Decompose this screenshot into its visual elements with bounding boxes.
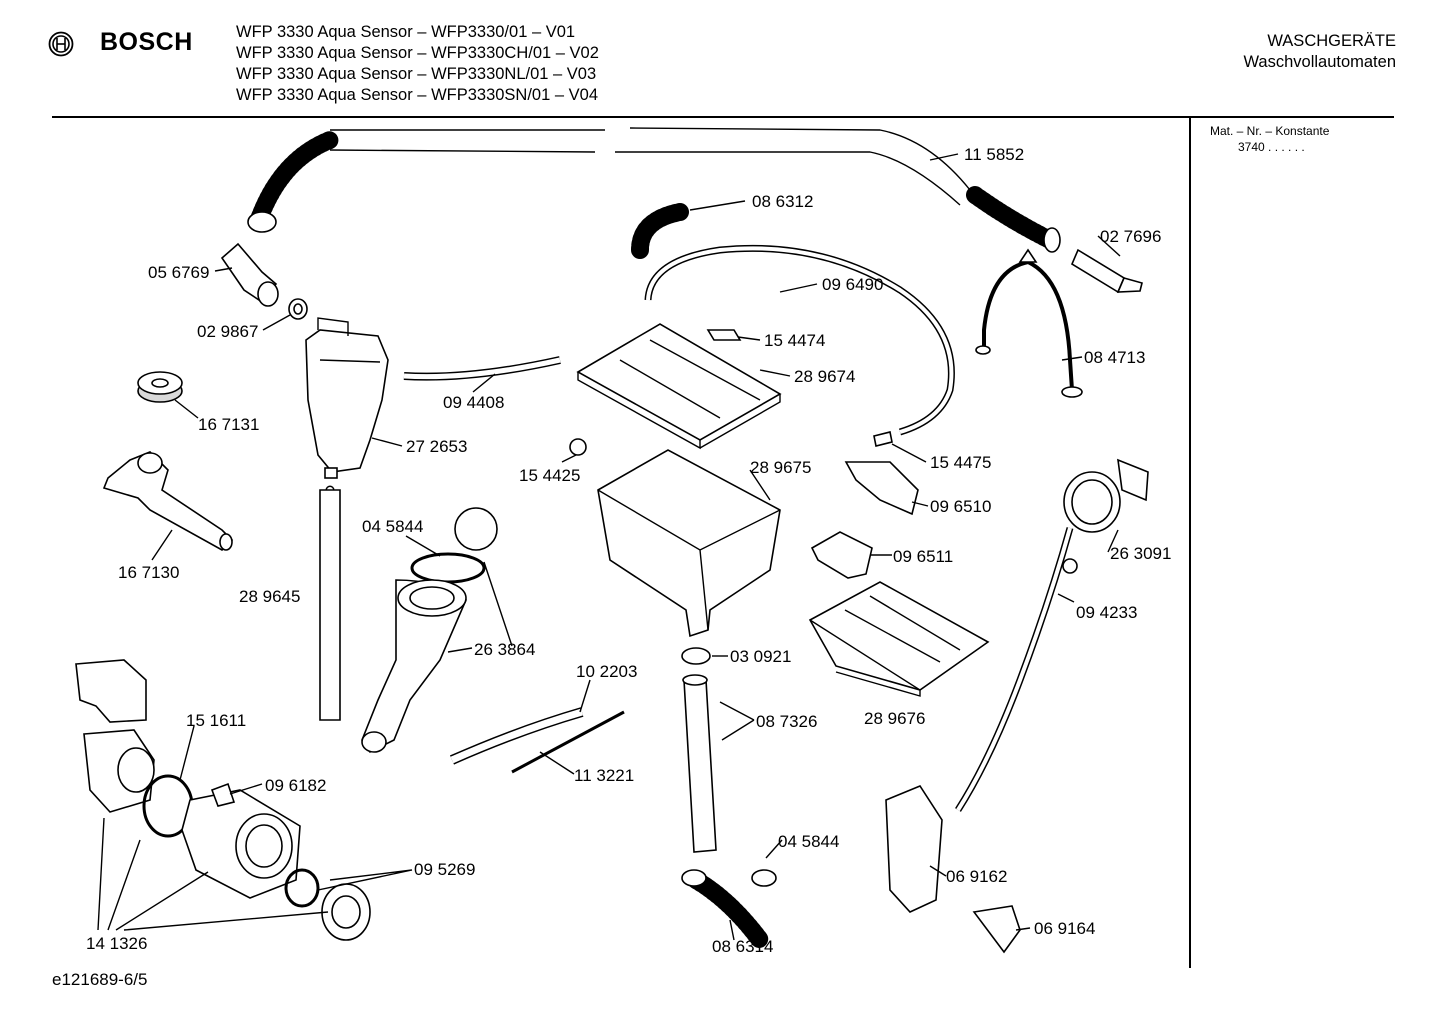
part-label: 16 7130 bbox=[118, 563, 180, 582]
part-label: 10 2203 bbox=[576, 662, 638, 681]
dispenser-lid-drawing bbox=[576, 323, 782, 450]
model-line: WFP 3330 Aqua Sensor – WFP3330NL/01 – V0… bbox=[236, 65, 597, 83]
part-label: 15 4475 bbox=[930, 453, 992, 472]
filter-cap-drawing bbox=[321, 883, 371, 941]
model-line: WFP 3330 Aqua Sensor – WFP3330CH/01 – V0… bbox=[236, 44, 599, 62]
bosch-logo-icon bbox=[48, 31, 74, 62]
brand-name: BOSCH bbox=[100, 28, 193, 56]
part-label: 09 6510 bbox=[930, 497, 992, 516]
model-line: WFP 3330 Aqua Sensor – WFP3330/01 – V01 bbox=[236, 23, 576, 41]
grommet-drawing bbox=[137, 371, 183, 403]
part-label: 11 3221 bbox=[574, 766, 635, 785]
inlet-valve-drawing bbox=[102, 451, 234, 551]
part-label: 15 4474 bbox=[764, 331, 826, 350]
part-label: 09 6490 bbox=[822, 275, 884, 294]
sidebar-value: 3740 . . . . . . bbox=[1238, 140, 1305, 154]
part-label: 09 6182 bbox=[265, 776, 327, 795]
part-label: 04 5844 bbox=[362, 517, 424, 536]
part-label: 05 6769 bbox=[148, 263, 210, 282]
part-label: 02 9867 bbox=[197, 322, 259, 341]
part-label: 06 9162 bbox=[946, 867, 1008, 886]
pump-housing-drawing bbox=[181, 782, 301, 899]
part-label: 09 5269 bbox=[414, 860, 476, 879]
sidebar-heading: Mat. – Nr. – Konstante bbox=[1210, 124, 1330, 138]
part-label: 16 7131 bbox=[198, 415, 260, 434]
part-label: 15 4425 bbox=[519, 466, 581, 485]
part-label: 28 9675 bbox=[750, 458, 812, 477]
part-label: 08 6312 bbox=[752, 192, 814, 211]
part-label: 09 4408 bbox=[443, 393, 505, 412]
part-label: 02 7696 bbox=[1100, 227, 1162, 246]
air-chamber-drawing bbox=[305, 317, 389, 479]
bracket-drawing bbox=[975, 248, 1083, 398]
part-label: 26 3091 bbox=[1110, 544, 1172, 563]
part-label: 26 3864 bbox=[474, 640, 536, 659]
part-label: 08 4713 bbox=[1084, 348, 1146, 367]
part-label: 08 7326 bbox=[756, 712, 818, 731]
vent-pipe-drawing bbox=[682, 674, 717, 853]
part-label: 06 9164 bbox=[1034, 919, 1096, 938]
sidebar-divider bbox=[1189, 117, 1191, 968]
inlet-hose-drawing bbox=[247, 127, 1061, 253]
ball-valve-drawing bbox=[454, 507, 498, 551]
subcategory-title: Waschvollautomaten bbox=[1243, 53, 1396, 71]
part-label: 15 1611 bbox=[186, 711, 247, 730]
nozzle-drawing bbox=[873, 431, 893, 447]
part-label: 03 0921 bbox=[730, 647, 792, 666]
filter-sleeve-drawing bbox=[1070, 248, 1143, 294]
part-label: 09 4233 bbox=[1076, 603, 1138, 622]
dispenser-housing-drawing bbox=[597, 449, 781, 638]
valve-plug-drawing bbox=[569, 438, 587, 456]
part-label: 28 9645 bbox=[239, 587, 301, 606]
part-label: 09 6511 bbox=[893, 547, 954, 566]
part-label: 14 1326 bbox=[86, 934, 148, 953]
mount-bracket-drawing bbox=[885, 785, 943, 913]
detergent-drawer-drawing bbox=[808, 581, 990, 697]
ring-drawing bbox=[681, 647, 711, 665]
part-label: 11 5852 bbox=[964, 145, 1025, 164]
model-line: WFP 3330 Aqua Sensor – WFP3330SN/01 – V0… bbox=[236, 86, 598, 104]
cone-part-drawing bbox=[972, 905, 1021, 954]
part-label: 04 5844 bbox=[778, 832, 840, 851]
dispenser-part-drawing bbox=[844, 461, 919, 516]
part-label: 27 2653 bbox=[406, 437, 468, 456]
document-code: e121689-6/5 bbox=[52, 970, 148, 989]
leader-lines bbox=[97, 153, 1121, 941]
elbow-drawing bbox=[220, 242, 279, 307]
header-divider bbox=[52, 116, 1394, 118]
pump-cover-drawing bbox=[75, 659, 147, 723]
clip-drawing bbox=[706, 329, 742, 341]
bellows-hose-drawing bbox=[361, 579, 467, 754]
dispenser-insert-drawing bbox=[810, 531, 873, 579]
part-label: 28 9674 bbox=[794, 367, 856, 386]
part-label: 28 9676 bbox=[864, 709, 926, 728]
category-title: WASCHGERÄTE bbox=[1267, 32, 1396, 50]
part-label: 08 6314 bbox=[712, 937, 774, 956]
pressure-switch-drawing bbox=[1063, 458, 1149, 533]
